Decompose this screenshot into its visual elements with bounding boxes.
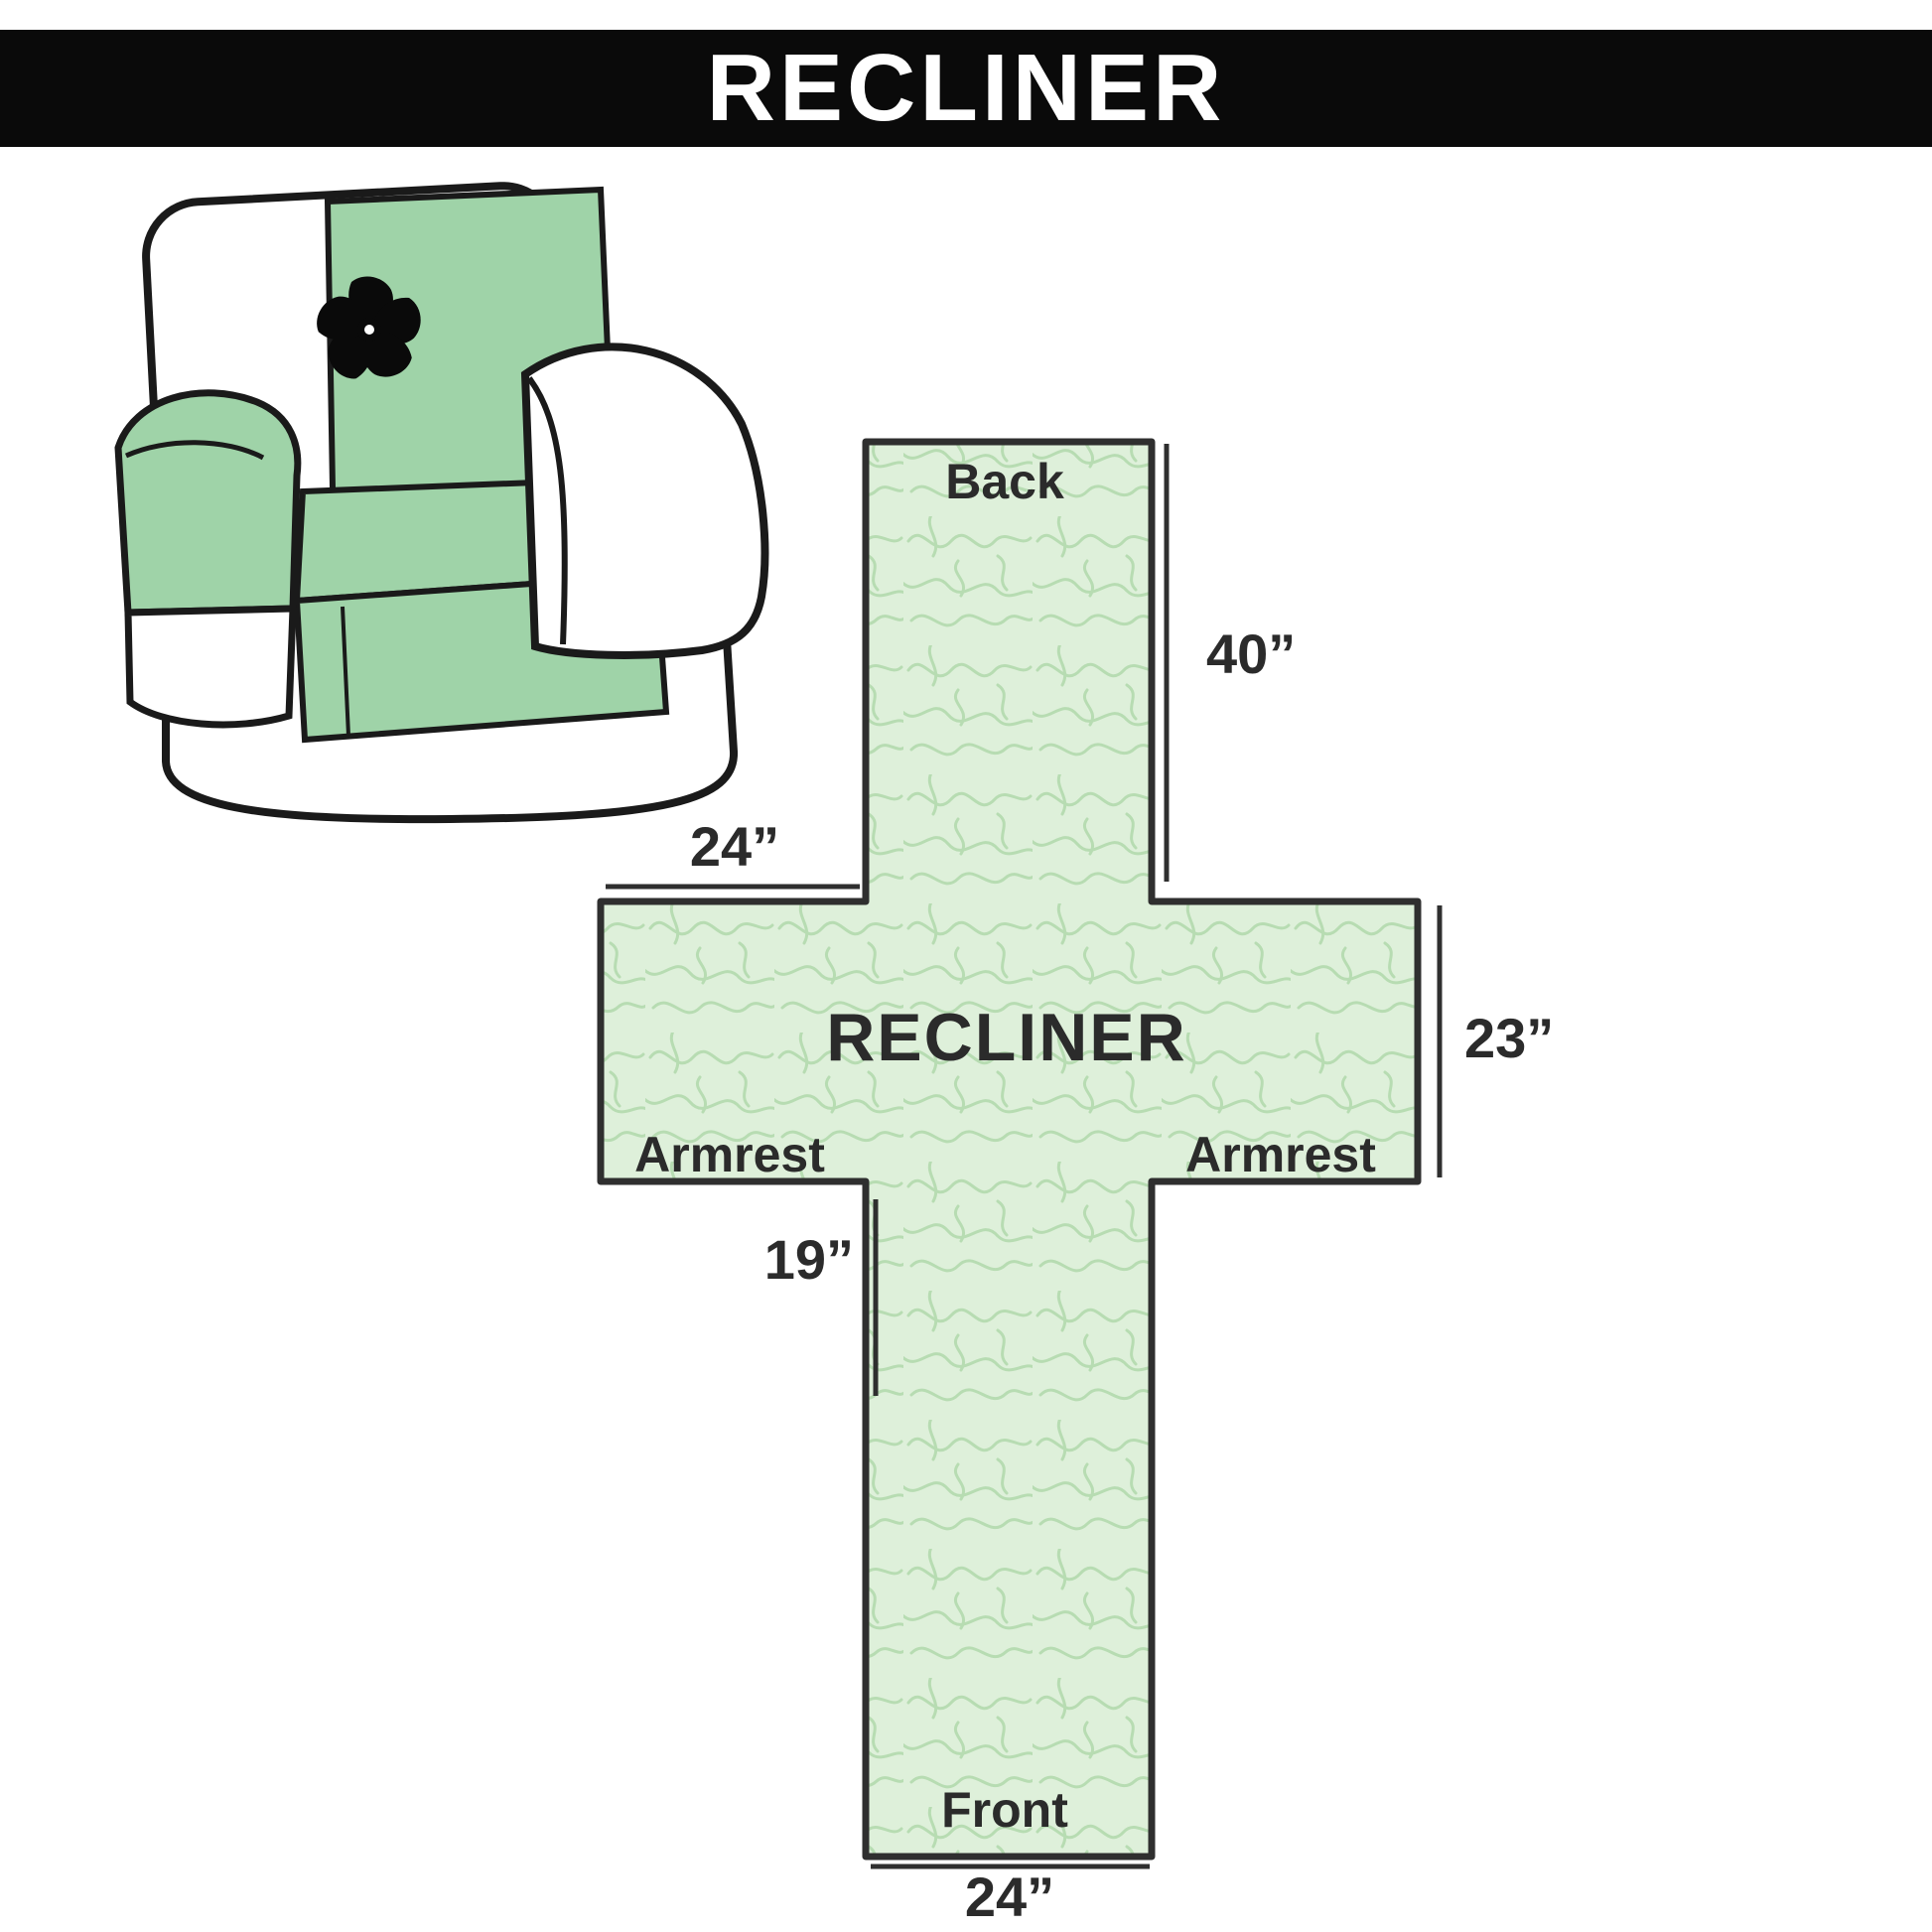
recliner-chair-illustration — [114, 182, 769, 824]
dimension-back-height: 40” — [1206, 622, 1296, 685]
cover-fold-line — [341, 606, 350, 737]
front-section-label: Front — [941, 1782, 1068, 1838]
back-section-label: Back — [945, 454, 1064, 509]
left-arm-roll-line — [124, 440, 265, 461]
page-title: RECLINER — [706, 35, 1226, 141]
right-arm-roll-line — [526, 376, 568, 645]
diagram-center-title: RECLINER — [826, 1000, 1187, 1075]
armrest-left-label: Armrest — [634, 1127, 825, 1182]
dimension-front-width: 24” — [965, 1865, 1054, 1928]
pinwheel-fan-icon — [317, 276, 421, 379]
chair-right-arm — [520, 343, 769, 659]
cover-left-armrest — [114, 389, 302, 617]
dimension-front-height: 19” — [764, 1228, 854, 1291]
title-bar: RECLINER — [0, 30, 1932, 147]
cover-cross-shape — [597, 438, 1422, 1861]
chair-left-arm-front — [124, 605, 297, 729]
dimension-armrest-top-width: 24” — [690, 815, 779, 878]
dimension-armrest-height: 23” — [1464, 1007, 1554, 1069]
armrest-right-label: Armrest — [1185, 1127, 1376, 1182]
